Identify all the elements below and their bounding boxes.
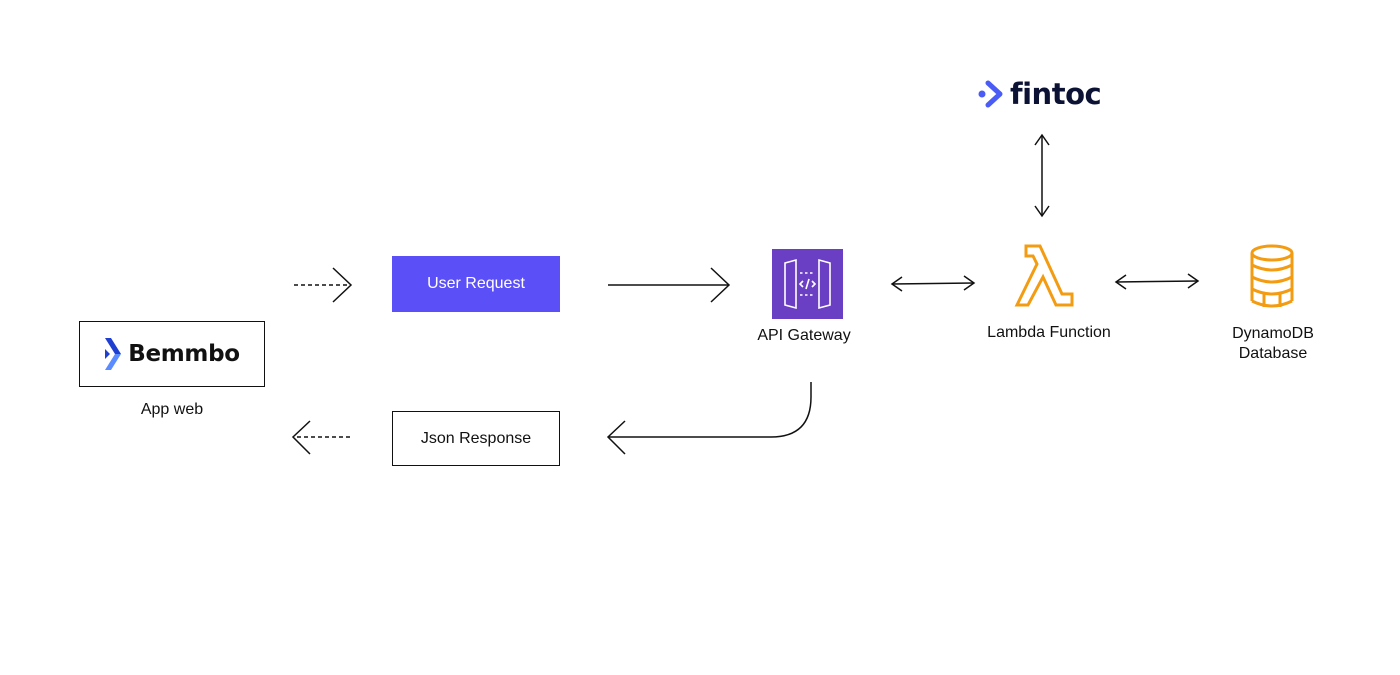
arrow-fintoc-lambda-head-top bbox=[1034, 133, 1050, 146]
app-web-label: App web bbox=[140, 401, 204, 418]
arrow-fintoc-lambda-head-bottom bbox=[1034, 205, 1050, 218]
json-response-box: Json Response bbox=[392, 411, 560, 466]
arrow-lambda-dynamodb-head-right bbox=[1187, 273, 1200, 289]
arrow-gateway-to-response bbox=[609, 382, 812, 438]
api-gateway-label: API Gateway bbox=[757, 327, 851, 344]
arrow-gateway-lambda-head-right bbox=[963, 275, 976, 291]
arrow-request-to-gateway-head bbox=[710, 267, 731, 303]
dashed-arrow-to-user-request-head bbox=[332, 267, 353, 303]
lambda-label: Lambda Function bbox=[987, 324, 1111, 341]
arrow-gateway-lambda-head-left bbox=[890, 276, 903, 292]
app-web-node: Bemmbo bbox=[79, 321, 265, 387]
json-response-label: Json Response bbox=[420, 429, 532, 447]
arrow-gateway-to-response-head bbox=[606, 420, 626, 455]
api-gateway-icon bbox=[772, 249, 843, 319]
dynamodb-label-line1: DynamoDB bbox=[1232, 325, 1314, 342]
user-request-box: User Request bbox=[392, 256, 560, 312]
bemmbo-logo-icon bbox=[105, 338, 122, 370]
fintoc-logo-icon bbox=[978, 80, 1003, 108]
fintoc-logo-text: fintoc bbox=[1010, 77, 1102, 111]
lambda-icon bbox=[1014, 244, 1074, 307]
arrow-gateway-lambda bbox=[891, 282, 975, 285]
arrow-lambda-dynamodb bbox=[1115, 280, 1199, 283]
dashed-arrow-to-app-web-head bbox=[291, 420, 311, 455]
dynamodb-label-line2: Database bbox=[1238, 345, 1308, 362]
dynamodb-icon bbox=[1250, 244, 1294, 308]
user-request-label: User Request bbox=[427, 275, 525, 292]
fintoc-logo: fintoc bbox=[978, 74, 1113, 114]
bemmbo-logo-text: Bemmbo bbox=[128, 341, 240, 367]
arrow-lambda-dynamodb-head-left bbox=[1114, 274, 1127, 290]
